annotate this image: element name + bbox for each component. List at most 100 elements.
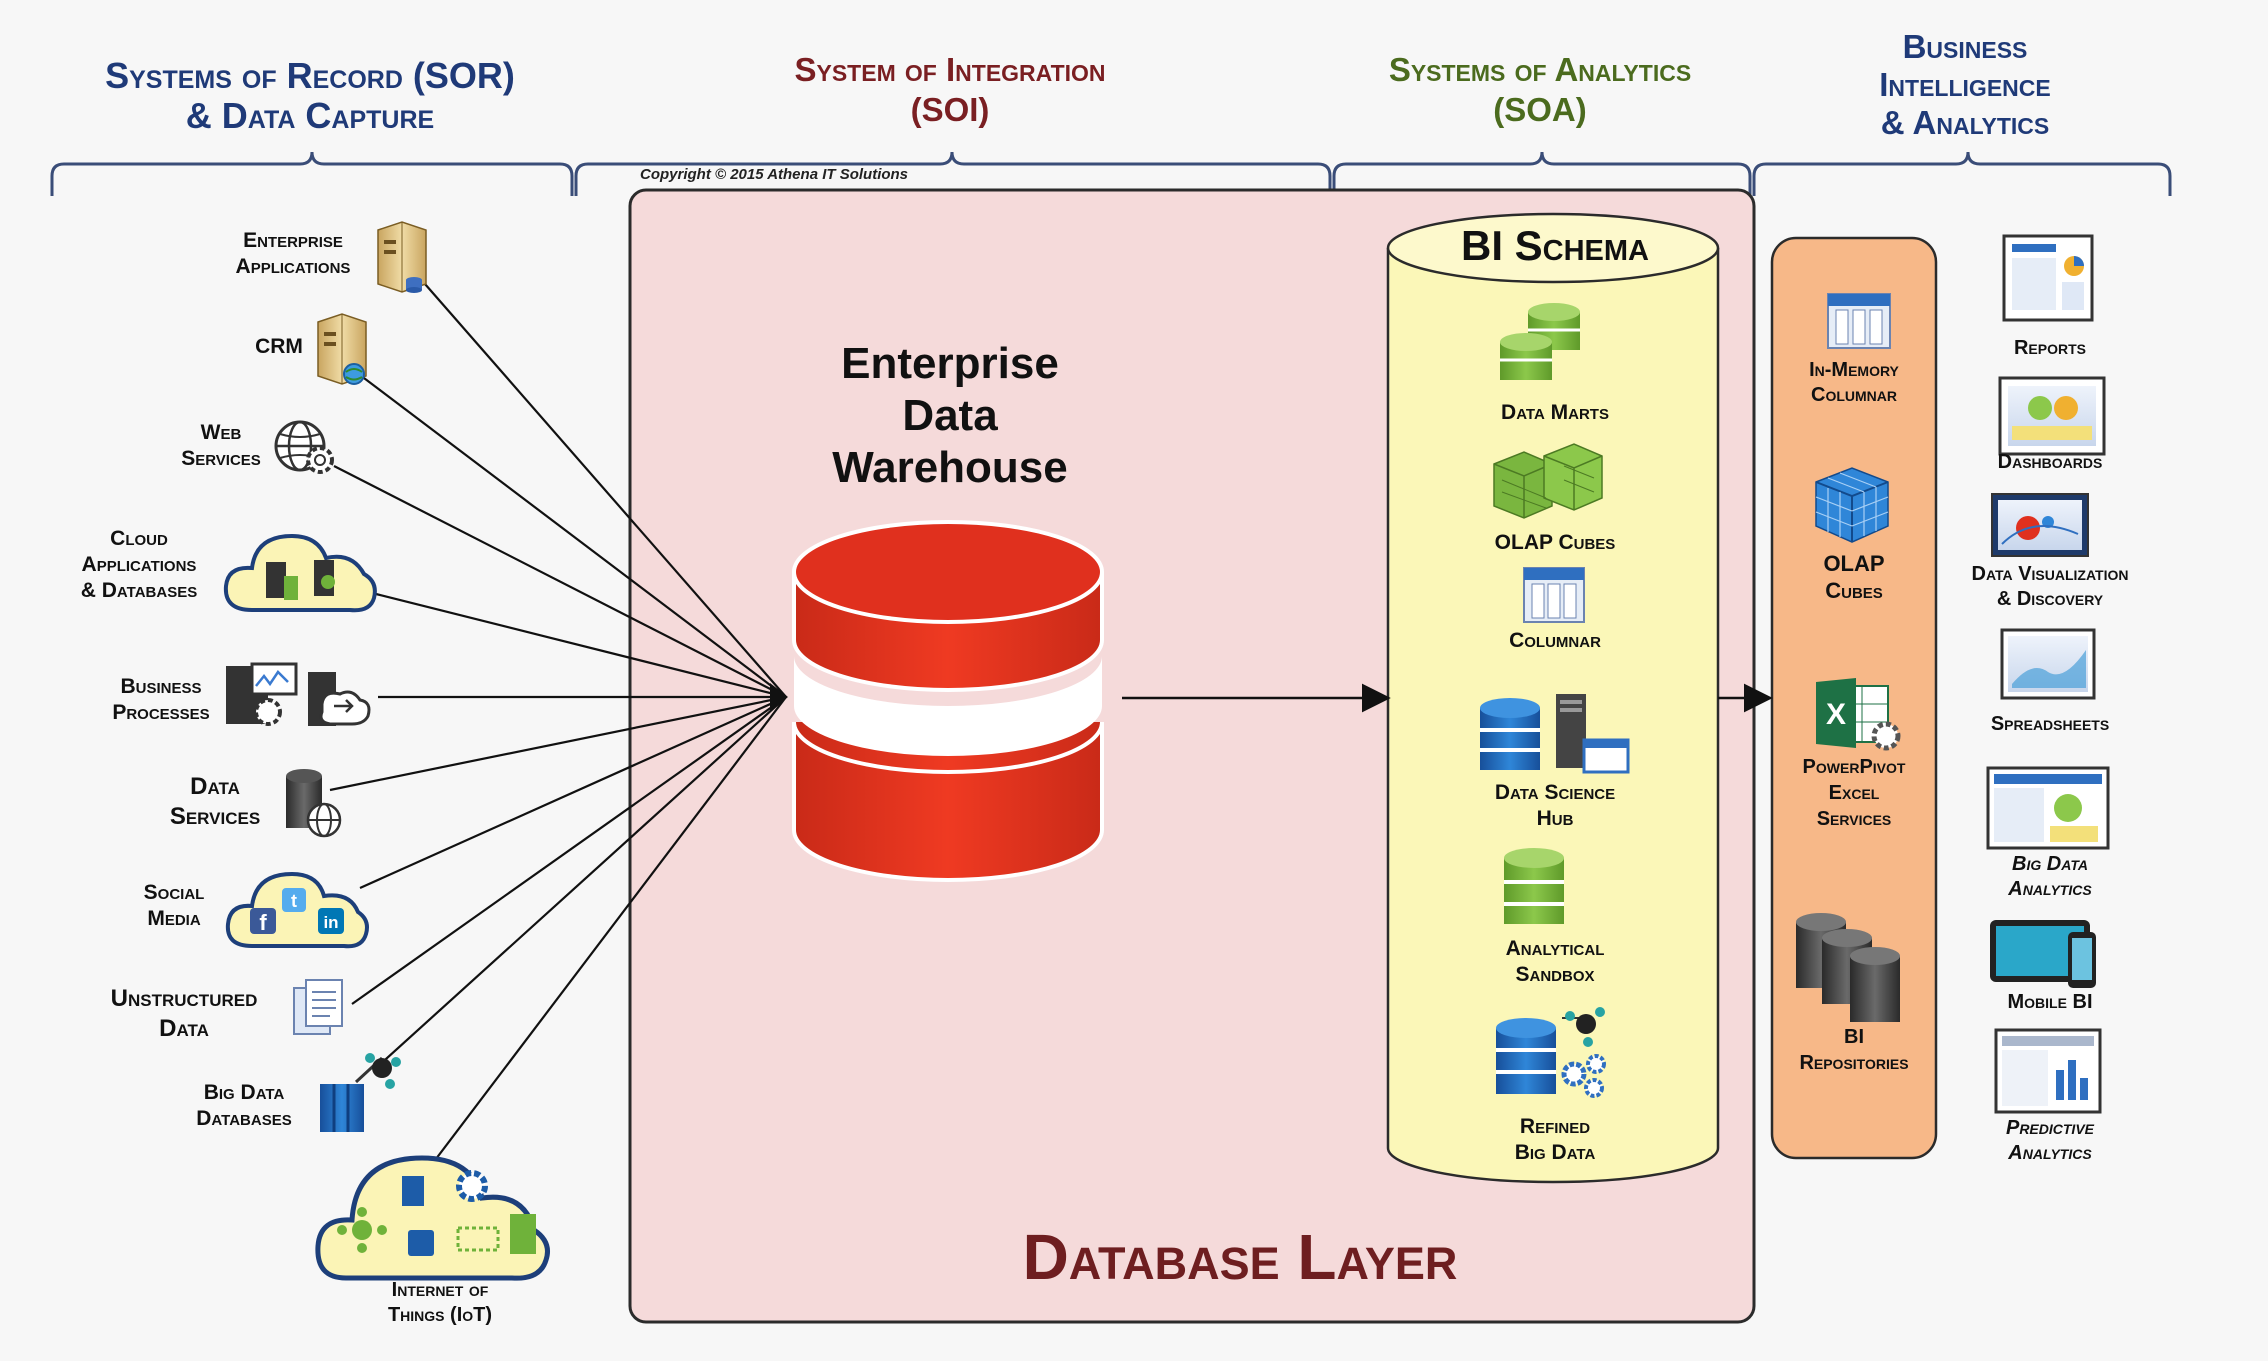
excel-icon: X: [1816, 678, 1901, 751]
olap-cube-icon: [1815, 467, 1889, 543]
label-line: Services: [169, 803, 261, 830]
big-data-icon: [320, 1053, 401, 1132]
schema-label-columnar: Columnar: [1440, 628, 1670, 654]
label-line: CRM: [255, 335, 303, 358]
label-line: Hub: [1536, 807, 1574, 830]
label-line: Analytical: [1505, 937, 1605, 960]
spreadsheet-icon: [2000, 628, 2096, 700]
iot-cloud-icon: [315, 1155, 550, 1281]
connector-line: [329, 695, 787, 792]
label-line: Big Data: [1514, 1141, 1596, 1164]
label-line: In-Memory: [1809, 359, 1899, 381]
label-line: Data: [190, 773, 240, 800]
columnar-icon: [1523, 567, 1585, 623]
label-line: Columnar: [1509, 629, 1601, 652]
social-cloud-icon: f t in: [225, 871, 369, 949]
header-bi-line2: Intelligence: [1879, 66, 2051, 103]
server-icon: [377, 221, 427, 293]
source-label-crm: CRM: [244, 334, 314, 360]
label-line: Cloud: [110, 527, 168, 550]
schema-label-data-science-hub: Data Science Hub: [1440, 780, 1670, 832]
label-line: Spreadsheets: [1990, 713, 2110, 735]
label-line: Data: [159, 1015, 209, 1042]
bi-schema-cylinder: [1386, 212, 1720, 1184]
edw-title-line1: Enterprise: [841, 339, 1059, 388]
dashboard-icon: [1998, 376, 2106, 456]
header-soi-line1: System of Integration: [794, 51, 1106, 88]
label-line: Services: [1816, 808, 1892, 830]
connector-line: [351, 696, 787, 1005]
label-line: Unstructured: [110, 985, 258, 1012]
header-sor: Systems of Record (SOR) & Data Capture: [70, 56, 550, 136]
label-line: Mobile BI: [2007, 991, 2093, 1013]
bracket-soa: [1332, 151, 1752, 196]
label-line: Cubes: [1825, 578, 1883, 603]
connector-line: [375, 592, 787, 699]
output-label-big-data-analytics: Big Data Analytics: [1940, 852, 2160, 902]
process-servers-icon: [226, 662, 371, 726]
header-sor-line2: & Data Capture: [185, 95, 435, 136]
header-bi-line1: Business: [1902, 28, 2028, 65]
bracket-sor: [50, 151, 574, 196]
label-line: & Discovery: [1996, 588, 2104, 610]
label-line: Things (IoT): [387, 1304, 493, 1326]
label-line: Data Marts: [1501, 401, 1609, 424]
label-line: Sandbox: [1515, 963, 1595, 986]
label-line: & Databases: [80, 579, 198, 602]
bi-label-in-memory-columnar: In-Memory Columnar: [1776, 358, 1932, 408]
edw-title-line2: Data: [902, 391, 998, 440]
bi-label-powerpivot: PowerPivot Excel Services: [1776, 754, 1932, 832]
output-label-data-visualization: Data Visualization & Discovery: [1940, 562, 2160, 612]
label-line: Analytics: [2008, 1142, 2092, 1164]
bi-schema-title: BI Schema: [1460, 222, 1649, 269]
header-soi: System of Integration (SOI): [710, 50, 1190, 130]
database-layer-title: Database Layer: [1022, 1221, 1458, 1293]
connector-line: [359, 695, 787, 890]
label-line: Reports: [2013, 337, 2086, 359]
label-line: Dashboards: [1997, 451, 2103, 473]
output-label-dashboards: Dashboards: [1940, 450, 2160, 475]
edw-title-line3: Warehouse: [832, 443, 1068, 492]
output-label-spreadsheets: Spreadsheets: [1940, 712, 2160, 737]
label-line: Data Science: [1494, 781, 1616, 804]
sandbox-icon: [1504, 848, 1564, 924]
source-connectors: [329, 275, 787, 1181]
label-line: OLAP Cubes: [1494, 531, 1616, 554]
label-line: Data Visualization: [1971, 563, 2129, 585]
connector-line: [375, 696, 787, 1069]
in-memory-columnar-icon: [1827, 293, 1891, 349]
label-line: Services: [181, 447, 261, 470]
big-data-analytics-icon: [1986, 766, 2110, 850]
edw-title: Enterprise Data Warehouse: [780, 338, 1120, 494]
connector-line: [419, 696, 787, 1181]
header-soi-line2: (SOI): [910, 91, 990, 128]
edw-database-icon: [792, 520, 1104, 882]
column-brackets: [50, 151, 2172, 196]
label-line: Media: [147, 907, 201, 930]
label-line: Columnar: [1811, 384, 1897, 406]
refined-big-data-icon: [1496, 1007, 1606, 1098]
label-line: Analytics: [2008, 878, 2092, 900]
svg-text:in: in: [323, 913, 338, 932]
schema-label-olap-cubes: OLAP Cubes: [1440, 530, 1670, 556]
connector-line: [333, 465, 787, 698]
source-label-data-services: Data Services: [150, 772, 280, 832]
documents-icon: [293, 979, 343, 1035]
header-bi-line3: & Analytics: [1880, 104, 2050, 141]
output-label-predictive-analytics: Predictive Analytics: [1940, 1116, 2160, 1166]
bi-label-olap-cubes: OLAP Cubes: [1776, 550, 1932, 604]
label-line: Excel: [1828, 782, 1880, 804]
header-sor-line1: Systems of Record (SOR): [105, 55, 515, 96]
schema-label-data-marts: Data Marts: [1440, 400, 1670, 426]
connector-line: [355, 371, 787, 698]
header-soa-line2: (SOA): [1493, 91, 1587, 128]
predictive-analytics-icon: [1994, 1028, 2102, 1114]
label-line: BI: [1844, 1026, 1864, 1048]
label-line: Business: [120, 675, 202, 698]
label-line: Enterprise: [243, 229, 343, 252]
header-bi: Business Intelligence & Analytics: [1780, 28, 2150, 142]
bracket-soi: [574, 151, 1332, 196]
copyright-text: Copyright © 2015 Athena IT Solutions: [640, 166, 909, 183]
